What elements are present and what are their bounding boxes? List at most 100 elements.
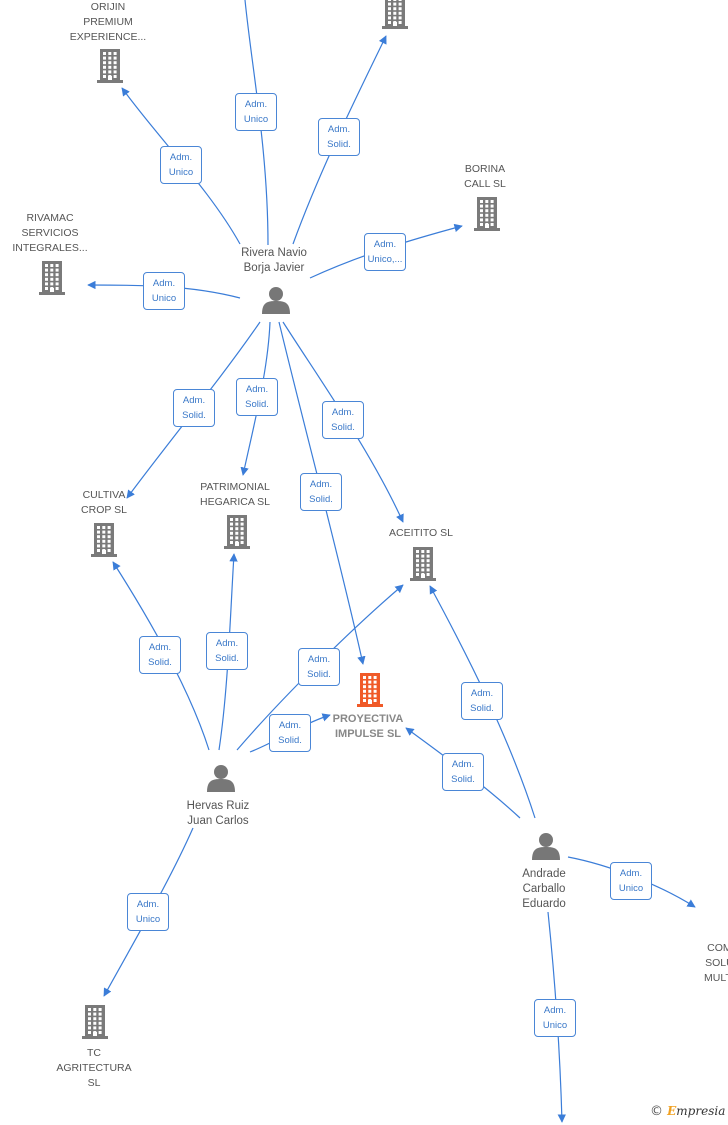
company-label-borina[interactable]: BORINA CALL SL bbox=[464, 162, 506, 192]
edge-label-andrade-bottom[interactable]: Adm. Unico bbox=[534, 999, 576, 1037]
edge-label-line: Solid. bbox=[215, 653, 239, 664]
edge-label-rivera-cultiva[interactable]: Adm.Solid. bbox=[173, 389, 215, 427]
building-icon-tc[interactable] bbox=[82, 1005, 108, 1039]
edge-label-andrade-aceitito[interactable]: Adm. Solid. bbox=[461, 682, 503, 720]
copyright-symbol: © bbox=[650, 1104, 663, 1119]
edge-label-line: Solid. bbox=[331, 422, 355, 433]
company-label-cultiva-line: CULTIVA bbox=[82, 489, 126, 501]
edge-label-line: Adm. bbox=[278, 720, 302, 731]
company-label-tc-line: TC bbox=[86, 1047, 101, 1059]
edge-label-line: Solid. bbox=[182, 410, 206, 421]
company-label-rivamac-line: SERVICIOS bbox=[21, 227, 79, 239]
company-label-patrimonial-line: HEGARICA SL bbox=[199, 496, 271, 508]
company-label-rivamac-line: INTEGRALES... bbox=[12, 242, 88, 254]
building-icon-aceitito[interactable] bbox=[410, 547, 436, 581]
edge-label-line: Unico bbox=[135, 914, 161, 925]
edge-label-rivera-borina[interactable]: Adm.Unico,... bbox=[364, 233, 406, 271]
company-label-cultiva[interactable]: CULTIVA CROP SL bbox=[81, 488, 127, 518]
company-label-aceitito-line: ACEITITO SL bbox=[389, 527, 453, 539]
person-icon-andrade[interactable] bbox=[532, 833, 560, 860]
edge-label-line: Adm. bbox=[307, 654, 331, 665]
company-label-cultiva-line: CROP SL bbox=[81, 504, 127, 516]
edge-label-rivera-rivamac[interactable]: Adm.Unico bbox=[143, 272, 185, 310]
person-icon-rivera[interactable] bbox=[262, 287, 290, 314]
edge-label-line: Adm. bbox=[148, 642, 172, 653]
edge-label-line: Adm. bbox=[136, 899, 160, 910]
edge-label-rivera-orijin[interactable]: Adm. Unico bbox=[160, 146, 202, 184]
person-label-rivera-line: Borja Javier bbox=[243, 262, 305, 274]
edge-label-line: Unico bbox=[168, 167, 194, 178]
person-icon-hervas[interactable] bbox=[207, 765, 235, 792]
edge-label-line: Unico bbox=[243, 114, 269, 125]
edge-label-line: Adm. bbox=[245, 384, 269, 395]
edge-label-hervas-tc[interactable]: Adm. Unico bbox=[127, 893, 169, 931]
company-label-patrimonial[interactable]: PATRIMONIAL HEGARICA SL bbox=[200, 480, 270, 510]
edge-label-hervas-cultiva[interactable]: Adm.Solid. bbox=[139, 636, 181, 674]
edge-label-line: Unico bbox=[151, 293, 177, 304]
building-icon-cultiva[interactable] bbox=[91, 523, 117, 557]
company-label-orijin-line: ORIJIN bbox=[90, 1, 126, 13]
company-label-tc-line: SL bbox=[87, 1077, 101, 1089]
company-label-patrimonial-line: PATRIMONIAL bbox=[200, 481, 270, 493]
edge-label-rivera-aceitito[interactable]: Adm. Solid. bbox=[322, 401, 364, 439]
edge-label-line: Adm. bbox=[543, 1005, 567, 1016]
building-icon-orijin[interactable] bbox=[97, 49, 123, 83]
edge-label-line: Unico bbox=[542, 1020, 568, 1031]
edge-label-line: Unico,... bbox=[367, 254, 403, 265]
company-label-rivamac-line: RIVAMAC bbox=[26, 212, 74, 224]
edge-label-andrade-com[interactable]: Adm. Unico bbox=[610, 862, 652, 900]
copyright: © Empresia bbox=[650, 1104, 725, 1119]
edge-label-line: Solid. bbox=[307, 669, 331, 680]
edge-label-line: Adm. bbox=[619, 868, 643, 879]
brand-logo: Empresia bbox=[667, 1104, 726, 1118]
person-label-hervas-line: Hervas Ruiz bbox=[186, 800, 250, 812]
edge-label-line: Adm. bbox=[470, 688, 494, 699]
company-label-com[interactable]: COMSOLUMULTI bbox=[704, 941, 728, 986]
edge-label-hervas-aceitito[interactable]: Adm. Solid. bbox=[298, 648, 340, 686]
person-label-hervas-line: Juan Carlos bbox=[187, 815, 249, 827]
building-icon-rivamac[interactable] bbox=[39, 261, 65, 295]
edge-label-line: Adm. bbox=[327, 124, 351, 135]
edge-label-line: Unico bbox=[618, 883, 644, 894]
company-label-aceitito[interactable]: ACEITITO SL bbox=[389, 526, 453, 541]
edge-label-rivera-top-company[interactable]: Adm. Solid. bbox=[318, 118, 360, 156]
edge-label-line: Adm. bbox=[309, 479, 333, 490]
building-icon-borina[interactable] bbox=[474, 197, 500, 231]
company-label-borina-line: CALL SL bbox=[464, 178, 506, 190]
edge-label-line: Adm. bbox=[215, 638, 239, 649]
edge-label-line: Adm. bbox=[331, 407, 355, 418]
person-label-rivera-line: Rivera Navio bbox=[241, 247, 307, 259]
company-label-com-line: SOLU bbox=[705, 957, 728, 969]
person-label-andrade-line: Carballo bbox=[522, 883, 566, 895]
edge-label-line: Adm. bbox=[169, 152, 193, 163]
company-label-rivamac[interactable]: RIVAMAC SERVICIOS INTEGRALES... bbox=[12, 211, 87, 256]
person-label-andrade-line: Andrade bbox=[522, 868, 566, 880]
company-label-proyectiva-line: PROYECTIVA bbox=[332, 713, 404, 725]
company-label-orijin-line: PREMIUM bbox=[83, 16, 133, 28]
edge-label-line: Solid. bbox=[327, 139, 351, 150]
edge-label-rivera-patrimonial[interactable]: Adm. Solid. bbox=[236, 378, 278, 416]
company-label-tc-line: AGRITECTURA bbox=[56, 1062, 132, 1074]
edge-label-line: Solid. bbox=[451, 774, 475, 785]
edge-label-andrade-proyectiva[interactable]: Adm. Solid. bbox=[442, 753, 484, 791]
edge-label-hervas-proyectiva[interactable]: Adm. Solid. bbox=[269, 714, 311, 752]
edge-label-line: Solid. bbox=[245, 399, 269, 410]
edge-label-line: Solid. bbox=[278, 735, 302, 746]
building-icon-proyectiva[interactable] bbox=[357, 673, 383, 707]
company-label-com-line: COM bbox=[707, 942, 728, 954]
edge-label-rivera-proyectiva[interactable]: Adm.Solid. bbox=[300, 473, 342, 511]
edge-label-line: Solid. bbox=[470, 703, 494, 714]
edge-label-rivera-top-left[interactable]: Adm.Unico bbox=[235, 93, 277, 131]
company-label-borina-line: BORINA bbox=[464, 163, 506, 175]
building-icon-top-company[interactable] bbox=[382, 0, 408, 29]
company-label-tc[interactable]: TC AGRITECTURA SL bbox=[56, 1046, 131, 1091]
building-icon-patrimonial[interactable] bbox=[224, 515, 250, 549]
edge-label-line: Adm. bbox=[451, 759, 475, 770]
edge-label-hervas-patrimonial[interactable]: Adm. Solid. bbox=[206, 632, 248, 670]
